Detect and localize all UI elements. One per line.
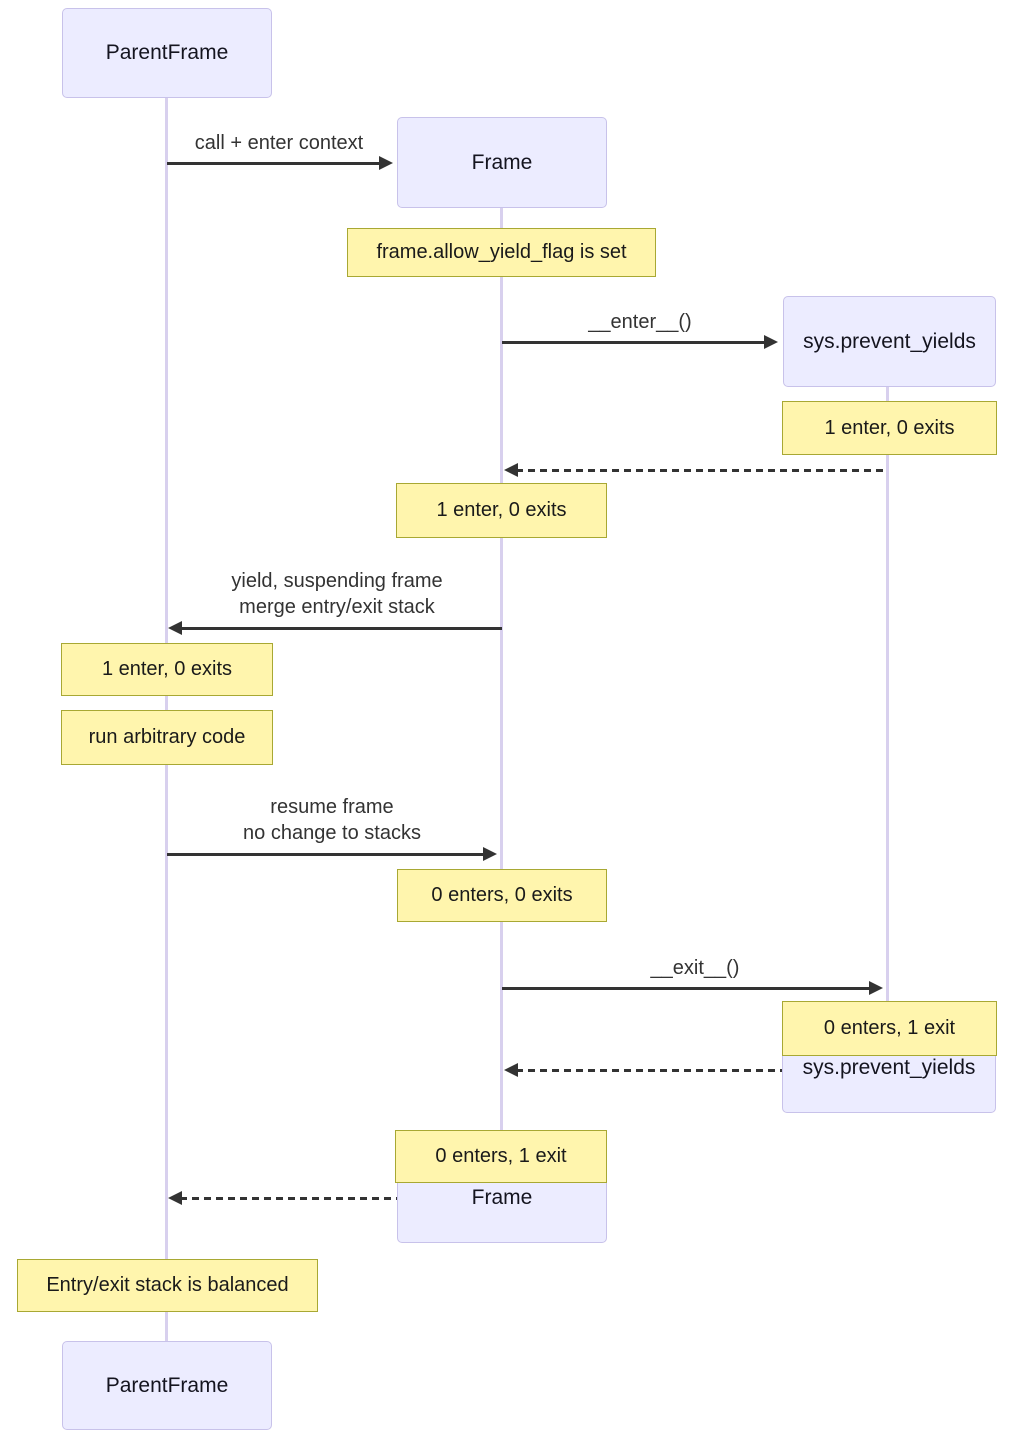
arrow-call-enter-context-line	[167, 162, 382, 165]
arrowhead-right-icon	[483, 847, 497, 861]
actor-box-sys-prevent-yields-top: sys.prevent_yields	[783, 296, 996, 387]
actor-box-parentframe-top: ParentFrame	[62, 8, 272, 98]
arrowhead-right-icon	[869, 981, 883, 995]
message-yield: yield, suspending frame merge entry/exit…	[231, 568, 442, 620]
note-sys-after-enter: 1 enter, 0 exits	[782, 401, 997, 455]
arrow-resume-line	[167, 853, 485, 856]
arrowhead-left-icon	[504, 1063, 518, 1077]
note-run-arbitrary-code: run arbitrary code	[61, 710, 273, 765]
arrowhead-right-icon	[379, 156, 393, 170]
note-allow-yield-flag: frame.allow_yield_flag is set	[347, 228, 656, 277]
message-yield-line2: merge entry/exit stack	[239, 596, 435, 618]
note-frame-after-exit: 0 enters, 1 exit	[395, 1130, 607, 1183]
arrowhead-right-icon	[764, 335, 778, 349]
note-sys-after-exit: 0 enters, 1 exit	[782, 1001, 997, 1056]
arrowhead-left-icon	[504, 463, 518, 477]
return-exit-dashed-line	[516, 1069, 888, 1072]
note-entry-exit-balanced: Entry/exit stack is balanced	[17, 1259, 318, 1312]
actor-box-parentframe-bottom: ParentFrame	[62, 1341, 272, 1430]
message-call-enter-context: call + enter context	[194, 132, 364, 154]
return-enter-dashed-line	[516, 469, 888, 472]
message-resume-line1: resume frame	[270, 796, 394, 818]
message-resume: resume frame no change to stacks	[243, 794, 421, 846]
arrow-enter-line	[502, 341, 766, 344]
note-frame-after-enter: 1 enter, 0 exits	[396, 483, 607, 538]
message-yield-line1: yield, suspending frame	[231, 570, 443, 592]
note-frame-after-resume: 0 enters, 0 exits	[397, 869, 607, 922]
arrowhead-left-icon	[168, 1191, 182, 1205]
note-parent-after-yield: 1 enter, 0 exits	[61, 643, 273, 696]
arrowhead-left-icon	[168, 621, 182, 635]
lifeline-frame	[500, 208, 503, 1130]
return-frame-dashed-line	[180, 1197, 502, 1200]
lifeline-sys-prevent-yields	[886, 387, 889, 1023]
arrow-yield-line	[180, 627, 502, 630]
message-exit: __exit__()	[650, 957, 740, 979]
message-enter: __enter__()	[588, 311, 692, 333]
message-resume-line2: no change to stacks	[243, 822, 421, 844]
arrow-exit-line	[502, 987, 871, 990]
actor-box-frame-top: Frame	[397, 117, 607, 208]
